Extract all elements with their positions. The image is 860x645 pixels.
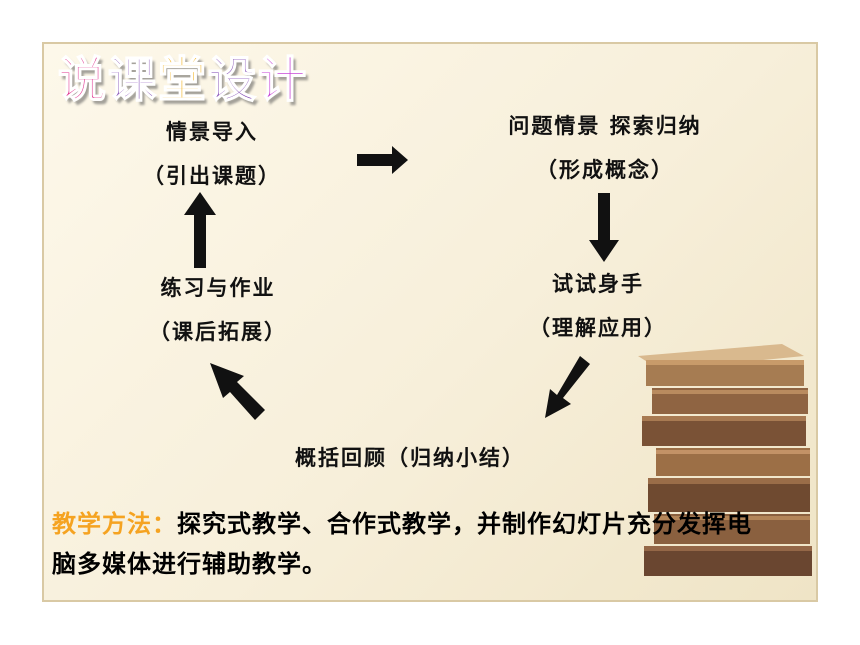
title-char: 课 xyxy=(107,51,159,109)
node-label: 试试身手 xyxy=(552,272,644,296)
arrow-down xyxy=(589,193,619,262)
method-text: 探究式教学、合作式教学，并制作幻灯片充分发挥电脑多媒体进行辅助教学。 xyxy=(52,510,752,578)
node-label: 问题情景 探索归纳 xyxy=(508,114,702,138)
arrow-down-left xyxy=(545,356,590,418)
node-sublabel: （课后拓展） xyxy=(149,320,287,344)
node-label: 情景导入 xyxy=(166,120,258,144)
arrow-up-left xyxy=(210,363,265,420)
node-label: 练习与作业 xyxy=(160,276,276,300)
node-problem-scenario: 问题情景 探索归纳 （形成概念） xyxy=(455,104,755,192)
books-stack-image xyxy=(638,344,812,576)
title-char: 说 xyxy=(57,51,109,109)
teaching-method: 教学方法：探究式教学、合作式教学，并制作幻灯片充分发挥电脑多媒体进行辅助教学。 xyxy=(52,504,772,584)
title-char: 计 xyxy=(257,51,309,109)
slide-title: 说课堂设计 xyxy=(57,40,309,110)
node-practice: 试试身手 （理解应用） xyxy=(498,262,698,350)
method-label: 教学方法： xyxy=(52,510,177,538)
node-sublabel: （形成概念） xyxy=(536,158,674,182)
node-homework: 练习与作业 （课后拓展） xyxy=(118,266,318,354)
node-sublabel: （引出课题） xyxy=(143,164,281,188)
arrow-right xyxy=(357,146,408,174)
node-scenario-intro: 情景导入 （引出课题） xyxy=(112,110,312,198)
title-char: 堂 xyxy=(157,51,209,109)
arrow-up xyxy=(184,192,216,268)
node-sublabel: （理解应用） xyxy=(529,316,667,340)
node-summary: 概括回顾（归纳小结） xyxy=(230,436,590,480)
node-label: 概括回顾（归纳小结） xyxy=(295,446,525,470)
title-char: 设 xyxy=(207,51,259,109)
